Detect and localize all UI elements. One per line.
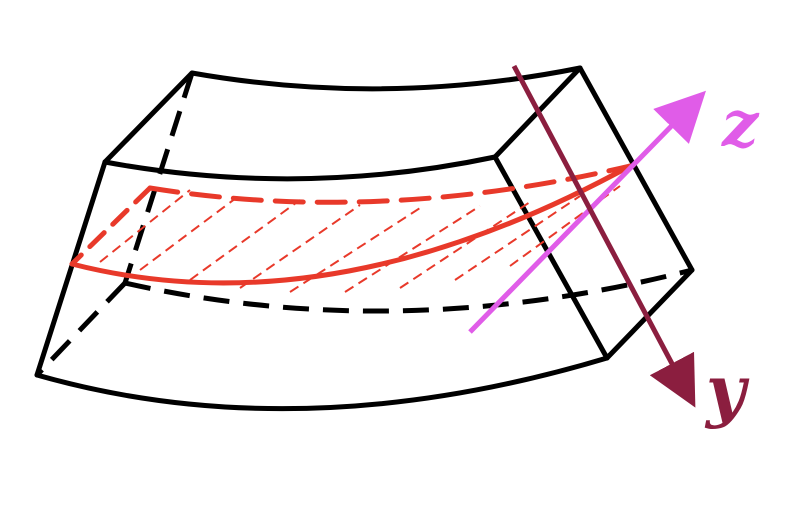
hidden-bottom-back-edge [124, 267, 693, 314]
neutral-surface-hatching [99, 185, 621, 293]
neutral-surface [69, 163, 633, 286]
left-front-edge [34, 159, 108, 378]
right-back-edge [577, 65, 695, 273]
z-axis-label: z [721, 87, 760, 162]
neutral-surface-left-edge [69, 185, 153, 267]
y-axis-arrow [511, 64, 696, 408]
neutral-surface-back-edge [147, 163, 633, 205]
top-front-edge [102, 154, 498, 182]
z-axis-arrow [468, 90, 706, 334]
bottom-right-edge [604, 267, 695, 361]
beam-outline [34, 65, 695, 412]
neutral-surface-front-edge [69, 163, 633, 286]
bottom-front-edge [34, 355, 610, 412]
top-left-edge [102, 70, 195, 165]
top-back-edge [189, 65, 583, 92]
beam-hidden-edges [35, 72, 693, 377]
y-axis-label: y [704, 351, 750, 431]
hidden-diagonal-edge [35, 281, 127, 377]
hidden-vertical-edge [122, 72, 195, 284]
